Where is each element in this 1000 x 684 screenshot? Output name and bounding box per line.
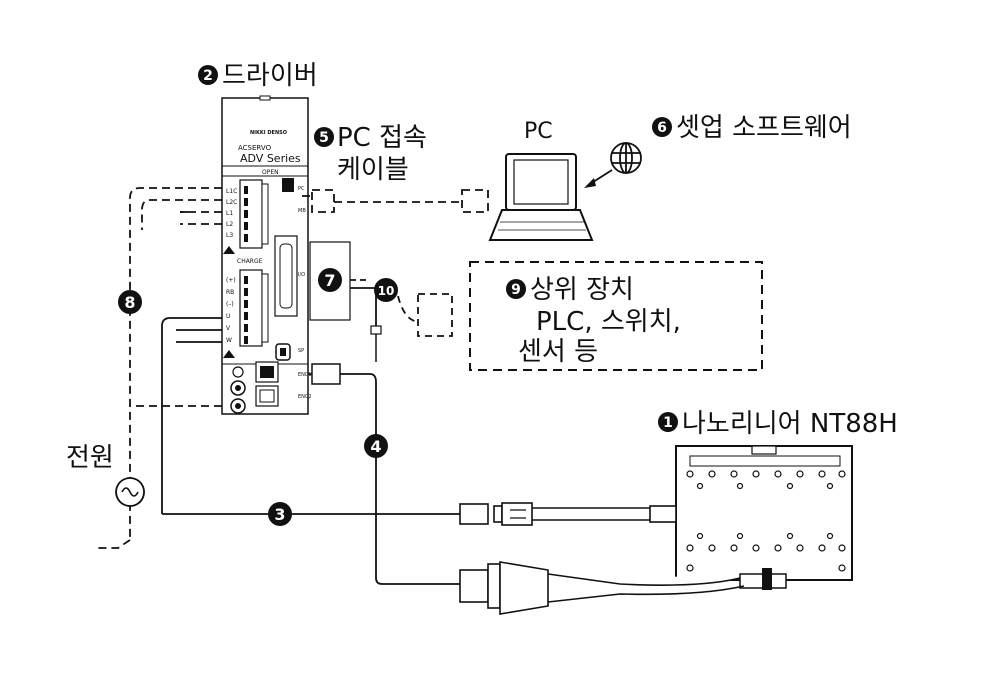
- term-l3: L3: [226, 232, 233, 239]
- svg-text:9: 9: [511, 282, 521, 298]
- term-l1c: L1C: [226, 188, 237, 195]
- svg-text:5: 5: [319, 130, 329, 146]
- power-wiring: [96, 187, 222, 549]
- power-terminal-block: [239, 179, 269, 249]
- term-plus: (+): [226, 277, 236, 284]
- marker-1: 1: [658, 412, 678, 432]
- svg-text:3: 3: [274, 505, 285, 524]
- sp-port-label: SP: [298, 348, 304, 354]
- svg-text:7: 7: [324, 271, 335, 290]
- host-label-1: 상위 장치: [530, 275, 634, 305]
- charge-label: CHARGE: [237, 258, 263, 265]
- svg-text:4: 4: [370, 437, 381, 456]
- marker-3: 3: [268, 502, 292, 526]
- io-breakout: [397, 293, 453, 337]
- marker-6: 6: [652, 117, 672, 137]
- term-rb: RB: [226, 289, 234, 296]
- term-v: V: [226, 325, 231, 332]
- driver-label: 드라이버: [222, 61, 318, 91]
- mb-port-label: MB: [298, 208, 306, 214]
- motor-connector: [459, 502, 677, 526]
- marker-8: 8: [118, 290, 142, 314]
- marker-10: 10: [374, 278, 398, 302]
- host-device-box: [469, 261, 763, 371]
- driver-open-label: OPEN: [262, 169, 279, 176]
- term-l1: L1: [226, 210, 233, 217]
- term-w: W: [226, 337, 232, 344]
- marker-2: 2: [198, 65, 218, 85]
- encoder-cable: [308, 373, 460, 585]
- linear-label: 나노리니어 NT88H: [682, 409, 898, 439]
- svg-text:10: 10: [378, 284, 395, 298]
- svg-text:1: 1: [663, 415, 673, 431]
- servo-driver: NIKKI DENSO ACSERVO ADV Series OPEN L1C …: [221, 95, 312, 415]
- term-l2c: L2C: [226, 199, 237, 206]
- pc-cable-label-1: PC 접속: [337, 123, 427, 153]
- pc-cable: [302, 189, 489, 213]
- host-label-3: 센서 등: [518, 337, 598, 367]
- io-port-label: I/O: [298, 272, 305, 278]
- term-minus: (–): [226, 301, 234, 308]
- enc2-label: ENC2: [298, 394, 312, 400]
- term-u: U: [226, 313, 230, 320]
- marker-7: 7: [318, 268, 342, 292]
- driver-model-line: ACSERVO: [238, 144, 272, 152]
- setup-software-label: 셋업 소프트웨어: [676, 113, 852, 143]
- pc-label: PC: [524, 119, 553, 144]
- linear-stage: [675, 445, 853, 590]
- encoder-connector: [459, 561, 745, 615]
- laptop-icon: [488, 153, 594, 241]
- motor-wiring: [161, 317, 460, 515]
- marker-9: 9: [506, 279, 526, 299]
- motor-terminal-block: [239, 269, 269, 347]
- term-l2: L2: [226, 221, 233, 228]
- enc1-label: ENC1: [298, 372, 312, 378]
- marker-4: 4: [364, 434, 388, 458]
- driver-series: ADV Series: [240, 152, 301, 165]
- globe-icon: [610, 142, 642, 174]
- svg-text:2: 2: [203, 68, 213, 84]
- pc-cable-label-2: 케이블: [337, 155, 409, 185]
- power-label: 전원: [66, 443, 114, 473]
- host-label-2: PLC, 스위치,: [536, 307, 681, 337]
- pc-port-label: PC: [298, 186, 305, 192]
- marker-5: 5: [314, 127, 334, 147]
- svg-text:8: 8: [124, 293, 135, 312]
- svg-text:6: 6: [657, 120, 667, 136]
- driver-brand: NIKKI DENSO: [250, 130, 287, 136]
